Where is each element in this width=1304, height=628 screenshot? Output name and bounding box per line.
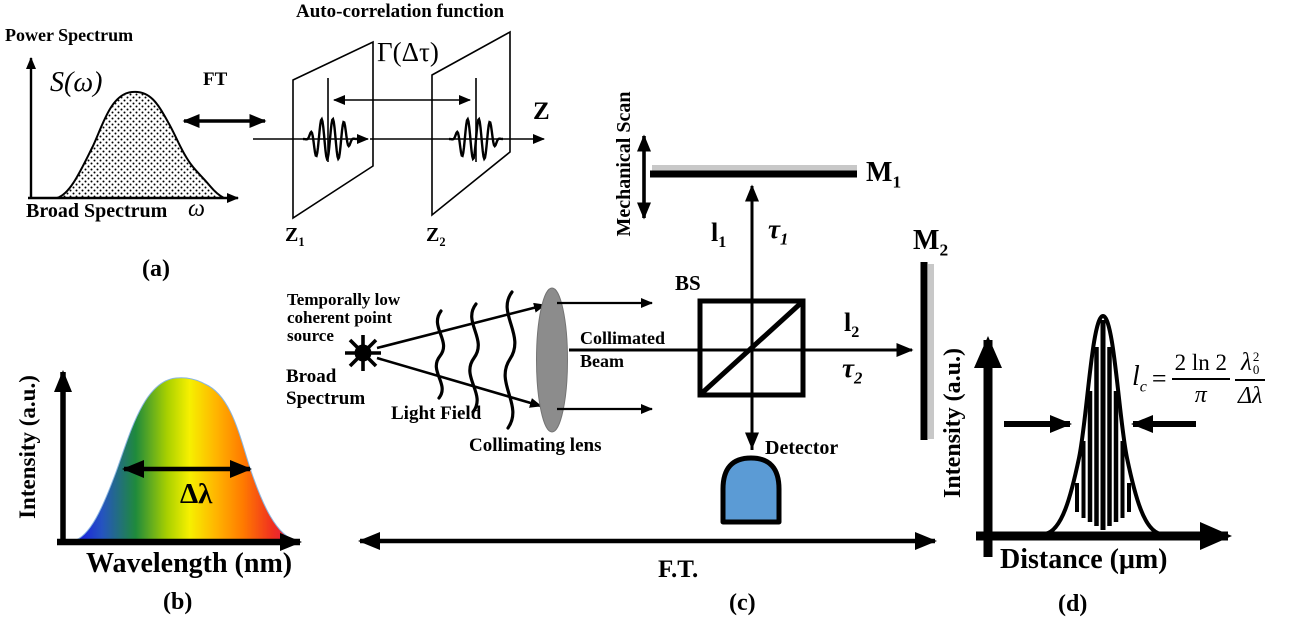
autocorrelation-sketch xyxy=(253,30,545,220)
mirror1-label: M1 xyxy=(866,157,902,192)
point-source-star xyxy=(345,335,381,371)
arm2-delay-label: τ2 xyxy=(842,353,863,388)
panel-a-plot xyxy=(26,57,267,203)
light-field-label: Light Field xyxy=(391,403,482,424)
mirror-m1-shadow xyxy=(652,165,857,171)
broad-spectrum-axis-label: Broad Spectrum xyxy=(26,200,168,222)
ft-span-label: F.T. xyxy=(658,556,699,583)
detector-shape xyxy=(720,455,782,525)
bandwidth-label: Δλ xyxy=(180,478,213,510)
mirror2-label: M2 xyxy=(913,225,949,260)
b-x-axis-label: Wavelength (nm) xyxy=(86,548,293,579)
caption-d: (d) xyxy=(1058,591,1088,617)
collimating-lens-label: Collimating lens xyxy=(469,435,602,456)
autocorrelation-title: Auto-correlation function xyxy=(296,1,505,22)
beam-splitter xyxy=(697,298,806,398)
z1-label: Z1 xyxy=(285,224,305,249)
detector-label: Detector xyxy=(765,437,839,459)
mechanical-scan-label: Mechanical Scan xyxy=(613,91,635,237)
collimated-label: Collimated xyxy=(580,328,665,348)
formula-fraction-1: 2 ln 2 π xyxy=(1171,350,1230,409)
power-spectrum-title: Power Spectrum xyxy=(5,25,134,45)
interference-fringes xyxy=(1075,320,1131,530)
arm2-length-label: l2 xyxy=(844,308,860,342)
plane-z2 xyxy=(431,30,511,217)
interferometer xyxy=(345,134,937,550)
broad-spectrum-label: Broad Spectrum xyxy=(286,366,366,410)
beam-label: Beam xyxy=(580,351,624,371)
formula-symbol: lc xyxy=(1132,361,1147,396)
caption-c: (c) xyxy=(729,590,756,616)
coherence-envelope xyxy=(1044,313,1162,536)
panel-b-plot xyxy=(54,370,302,551)
plane-z1 xyxy=(292,40,374,220)
d-y-axis-label: Intensity (a.u.) xyxy=(940,348,966,499)
wave-packet-1 xyxy=(302,116,358,162)
s-omega-label: S(ω) xyxy=(50,67,103,98)
rainbow-spectrum-curve xyxy=(72,377,298,542)
power-spectrum-curve xyxy=(56,90,225,199)
arm1-length-label: l1 xyxy=(711,218,727,252)
light-field-wavefronts xyxy=(434,290,517,430)
z-axis-label: Z xyxy=(533,98,550,125)
caption-a: (a) xyxy=(142,256,170,282)
arm1-delay-label: τ1 xyxy=(768,214,789,249)
mirror-m2-shadow xyxy=(928,264,934,439)
ft-label: FT xyxy=(203,69,228,90)
beam-splitter-diagonal xyxy=(700,301,803,395)
source-label: Temporally low coherent point source xyxy=(287,290,401,345)
caption-b: (b) xyxy=(163,589,193,615)
diverging-ray-top xyxy=(376,302,546,350)
d-x-axis-label: Distance (μm) xyxy=(1000,544,1168,575)
wave-packet-2 xyxy=(448,116,504,162)
diverging-ray-bottom xyxy=(376,356,542,408)
b-y-axis-label: Intensity (a.u.) xyxy=(15,375,40,519)
z2-label: Z2 xyxy=(426,224,446,249)
gamma-label: Γ(Δτ) xyxy=(377,37,439,67)
formula-equals: = xyxy=(1151,364,1167,393)
beam-splitter-label: BS xyxy=(675,271,701,295)
panel-d-plot xyxy=(974,313,1232,557)
collimating-lens xyxy=(536,287,568,433)
omega-symbol: ω xyxy=(188,196,205,222)
